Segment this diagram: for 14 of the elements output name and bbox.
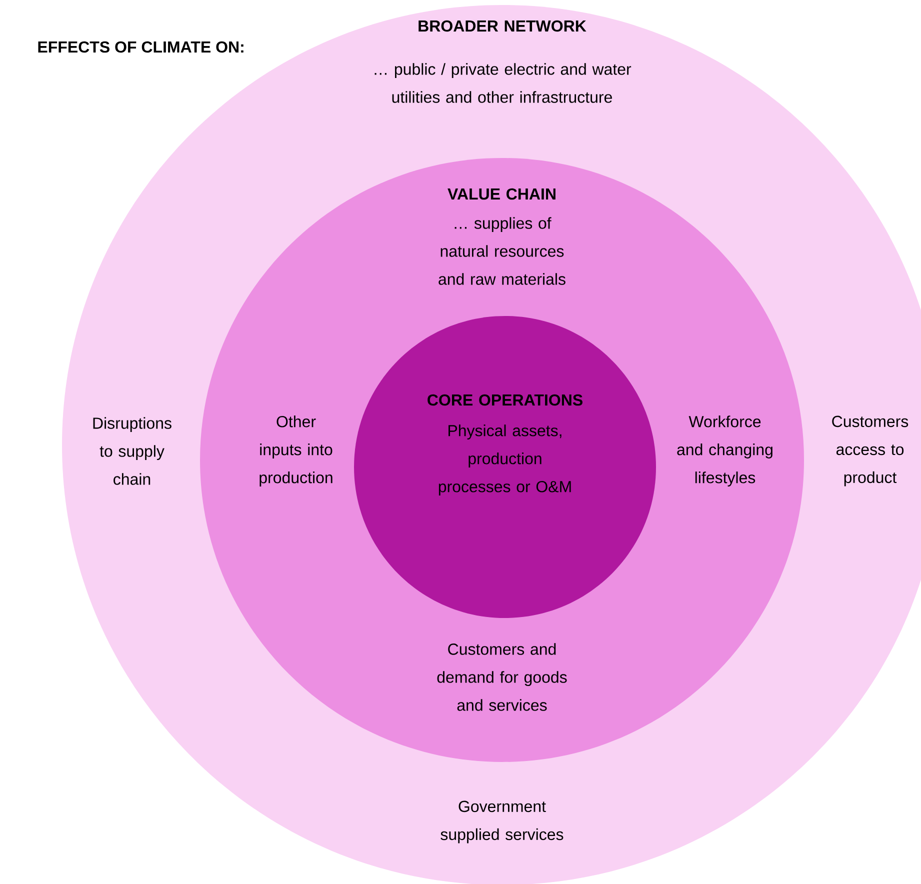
- body-text: Government supplied services: [440, 800, 564, 844]
- body-text: Workforce and changing lifestyles: [677, 416, 772, 486]
- body-text: Physical assets, production processes or O&M: [438, 424, 571, 496]
- heading-text: BROADER NETWORK: [418, 20, 586, 32]
- heading-text: CORE OPERATIONS: [428, 394, 582, 406]
- body-text: … public / private electric and water utilities and other infrastructure: [374, 63, 632, 103]
- heading-text: VALUE CHAIN: [448, 188, 556, 200]
- body-text: … supplies of natural resources and raw materials: [438, 217, 566, 285]
- body-text: Customers and demand for goods and services: [437, 643, 567, 711]
- body-text: Disruptions to supply chain: [93, 417, 172, 485]
- title: EFFECTS OF CLIMATE ON:: [38, 41, 244, 53]
- body-text: Other inputs into production: [260, 416, 332, 486]
- circle: [354, 316, 656, 618]
- body-text: Customers access to product: [832, 416, 908, 486]
